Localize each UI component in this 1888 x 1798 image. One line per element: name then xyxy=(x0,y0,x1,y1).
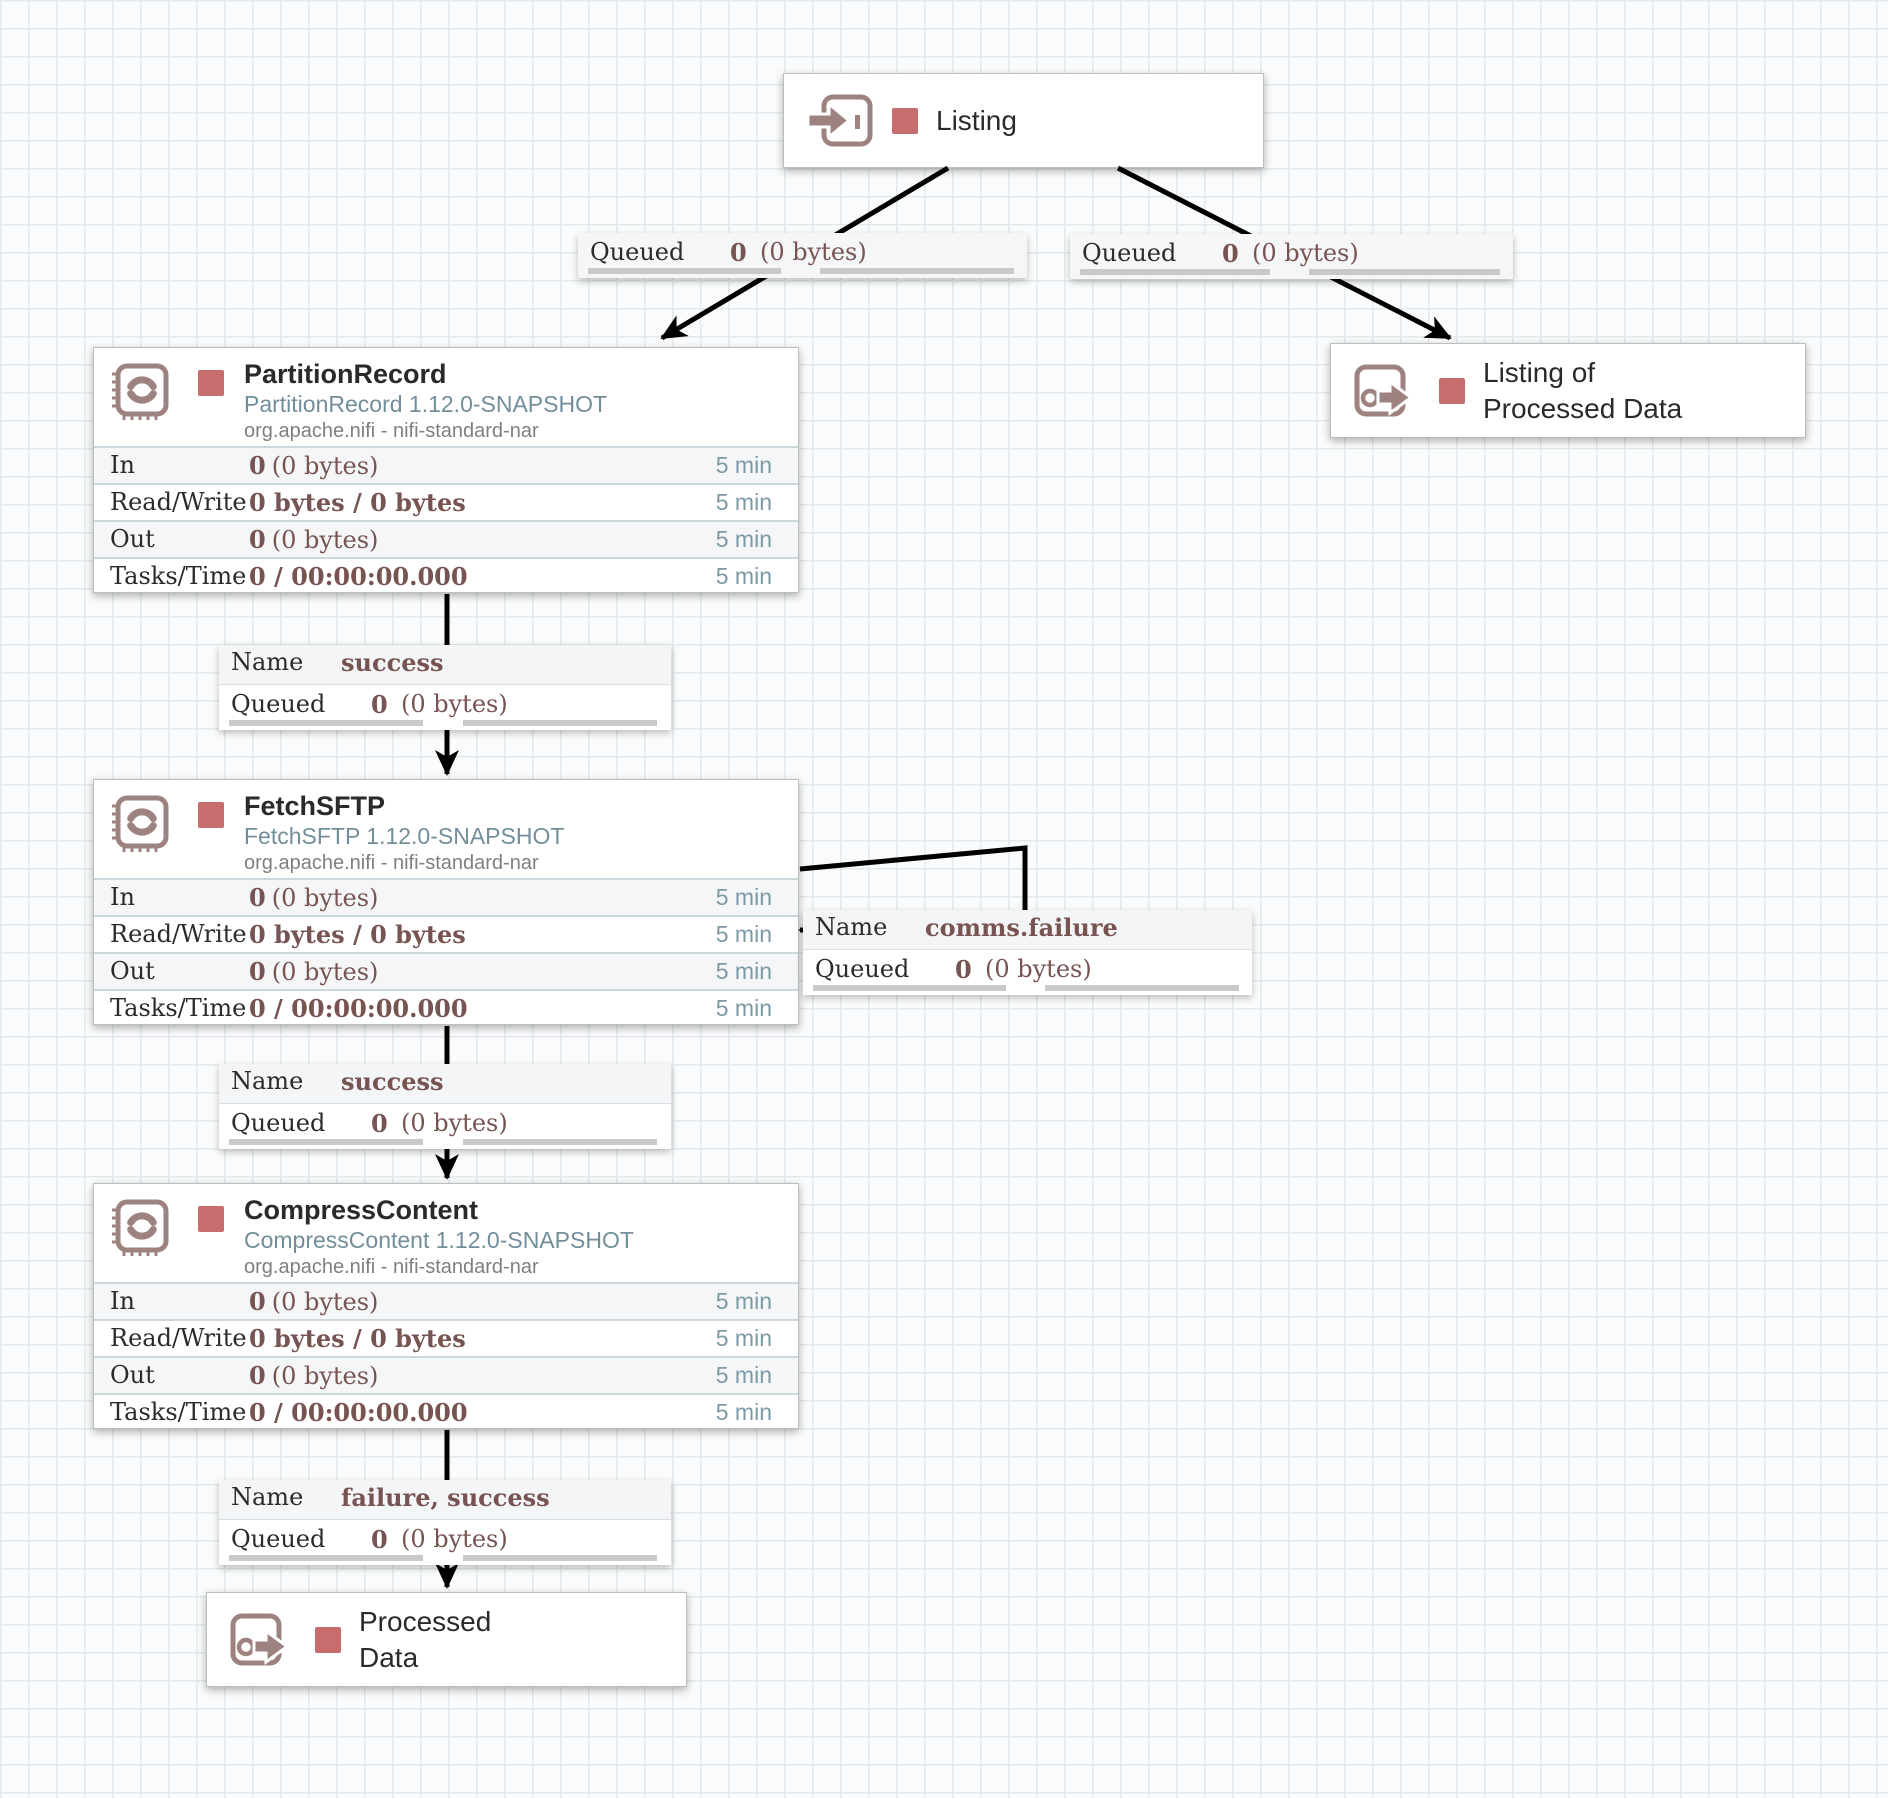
relationship-name: comms.failure xyxy=(925,913,1118,942)
processor-compresscontent[interactable]: CompressContent CompressContent 1.12.0-S… xyxy=(93,1183,799,1429)
processor-icon xyxy=(112,1199,169,1256)
stopped-state-icon xyxy=(198,1206,224,1232)
queue-percent-bar xyxy=(588,268,782,274)
processor-fetchsftp[interactable]: FetchSFTP FetchSFTP 1.12.0-SNAPSHOT org.… xyxy=(93,779,799,1025)
stopped-state-icon xyxy=(1439,377,1465,404)
stat-row-out: Out 0(0 bytes) 5 min xyxy=(94,952,798,989)
stat-row-read-write: Read/Write 0 bytes / 0 bytes 5 min xyxy=(94,483,798,520)
input-port-listing[interactable]: Listing xyxy=(783,73,1264,168)
stopped-state-icon xyxy=(892,107,918,134)
queued-size: (0 bytes) xyxy=(985,955,1092,983)
queued-label: Queued xyxy=(231,690,326,718)
queued-label: Queued xyxy=(231,1525,326,1553)
relationship-name: success xyxy=(341,1067,444,1096)
queue-size-bar xyxy=(820,268,1014,274)
queued-size: (0 bytes) xyxy=(401,1525,508,1553)
queue-percent-bar xyxy=(813,985,1007,991)
processor-header: CompressContent CompressContent 1.12.0-S… xyxy=(94,1184,798,1282)
queued-label: Queued xyxy=(815,955,910,983)
queue-size-bar xyxy=(463,720,658,726)
connection-label-listing-to-partitionrecord[interactable]: Queued 0 (0 bytes) xyxy=(578,233,1027,278)
stat-row-out: Out 0(0 bytes) 5 min xyxy=(94,520,798,557)
queued-count: 0 xyxy=(1222,239,1239,268)
stat-row-tasks-time: Tasks/Time 0 / 00:00:00.000 5 min xyxy=(94,1393,798,1430)
queued-count: 0 xyxy=(371,1525,388,1554)
stat-row-in: In 0(0 bytes) 5 min xyxy=(94,446,798,483)
processor-bundle: org.apache.nifi - nifi-standard-nar xyxy=(244,852,539,874)
stopped-state-icon xyxy=(198,370,224,396)
processor-name: FetchSFTP xyxy=(244,791,386,821)
stat-row-in: In 0(0 bytes) 5 min xyxy=(94,1282,798,1319)
port-name: Processed Data xyxy=(359,1605,492,1673)
processor-version: FetchSFTP 1.12.0-SNAPSHOT xyxy=(244,823,565,849)
queued-label: Queued xyxy=(231,1109,326,1137)
queue-percent-bar xyxy=(1080,269,1271,275)
name-label: Name xyxy=(231,648,304,676)
stat-row-read-write: Read/Write 0 bytes / 0 bytes 5 min xyxy=(94,1319,798,1356)
queued-size: (0 bytes) xyxy=(401,690,508,718)
processor-name: PartitionRecord xyxy=(244,359,447,389)
stat-row-tasks-time: Tasks/Time 0 / 00:00:00.000 5 min xyxy=(94,989,798,1026)
processor-name: CompressContent xyxy=(244,1195,479,1225)
output-port-processed-data[interactable]: Processed Data xyxy=(206,1592,687,1687)
connection-label-success-fetchsftp-compresscontent[interactable]: Name success Queued 0 (0 bytes) xyxy=(219,1064,671,1149)
processor-icon xyxy=(112,363,169,420)
name-label: Name xyxy=(231,1483,304,1511)
connection-label-listing-to-listing-of-processed-data[interactable]: Queued 0 (0 bytes) xyxy=(1070,234,1513,279)
processor-bundle: org.apache.nifi - nifi-standard-nar xyxy=(244,1256,539,1278)
queued-count: 0 xyxy=(730,238,747,267)
output-port-icon xyxy=(230,1613,290,1665)
relationship-name: failure, success xyxy=(341,1483,550,1512)
queue-percent-bar xyxy=(229,1555,424,1561)
relationship-name: success xyxy=(341,648,444,677)
output-port-listing-of-processed-data[interactable]: Listing of Processed Data xyxy=(1330,343,1806,438)
queue-size-bar xyxy=(463,1139,658,1145)
processor-header: FetchSFTP FetchSFTP 1.12.0-SNAPSHOT org.… xyxy=(94,780,798,878)
queue-percent-bar xyxy=(229,1139,424,1145)
stopped-state-icon xyxy=(315,1626,341,1653)
queue-percent-bar xyxy=(229,720,424,726)
queued-size: (0 bytes) xyxy=(760,238,867,266)
connection-label-failure-success-compresscontent-processed-data[interactable]: Name failure, success Queued 0 (0 bytes) xyxy=(219,1480,671,1565)
queued-count: 0 xyxy=(955,955,972,984)
queued-count: 0 xyxy=(371,690,388,719)
queue-size-bar xyxy=(1045,985,1239,991)
port-name: Listing of Processed Data xyxy=(1483,356,1683,424)
processor-version: PartitionRecord 1.12.0-SNAPSHOT xyxy=(244,391,608,417)
processor-partitionrecord[interactable]: PartitionRecord PartitionRecord 1.12.0-S… xyxy=(93,347,799,593)
queued-size: (0 bytes) xyxy=(1252,239,1359,267)
stat-row-tasks-time: Tasks/Time 0 / 00:00:00.000 5 min xyxy=(94,557,798,594)
stat-row-in: In 0(0 bytes) 5 min xyxy=(94,878,798,915)
name-label: Name xyxy=(815,913,888,941)
processor-version: CompressContent 1.12.0-SNAPSHOT xyxy=(244,1227,634,1253)
queue-size-bar xyxy=(463,1555,658,1561)
queue-size-bar xyxy=(1309,269,1500,275)
output-port-icon xyxy=(1354,364,1414,416)
queued-label: Queued xyxy=(1082,239,1177,267)
name-label: Name xyxy=(231,1067,304,1095)
processor-icon xyxy=(112,795,169,852)
connection-label-comms-failure-fetchsftp-loop[interactable]: Name comms.failure Queued 0 (0 bytes) xyxy=(803,910,1252,995)
queued-size: (0 bytes) xyxy=(401,1109,508,1137)
stopped-state-icon xyxy=(198,802,224,828)
stat-row-out: Out 0(0 bytes) 5 min xyxy=(94,1356,798,1393)
processor-header: PartitionRecord PartitionRecord 1.12.0-S… xyxy=(94,348,798,446)
queued-count: 0 xyxy=(371,1109,388,1138)
port-name: Listing xyxy=(936,104,1017,136)
input-port-icon xyxy=(806,94,873,146)
connection-label-success-partitionrecord-fetchsftp[interactable]: Name success Queued 0 (0 bytes) xyxy=(219,645,671,730)
processor-bundle: org.apache.nifi - nifi-standard-nar xyxy=(244,420,539,442)
stat-row-read-write: Read/Write 0 bytes / 0 bytes 5 min xyxy=(94,915,798,952)
queued-label: Queued xyxy=(590,238,685,266)
